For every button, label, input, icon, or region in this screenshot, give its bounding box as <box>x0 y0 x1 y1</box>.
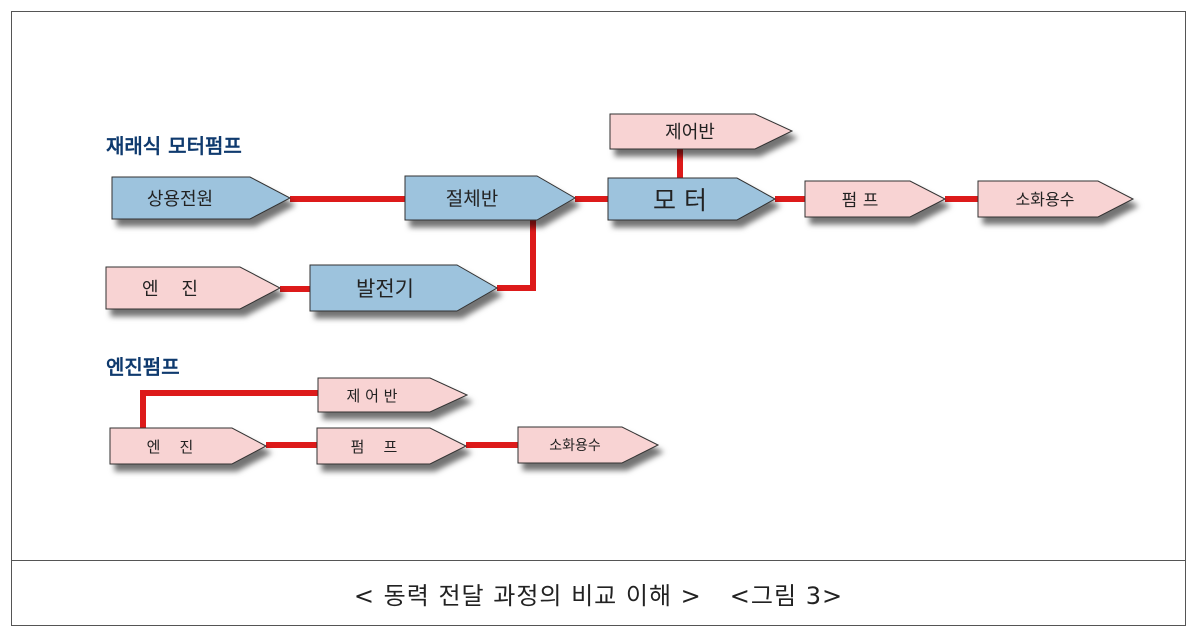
node-pump-top: 펌 프 <box>804 180 947 218</box>
figure-frame <box>11 11 1186 626</box>
node-fire-water-top: 소화용수 <box>977 180 1135 218</box>
node-fire-water-bottom: 소화용수 <box>517 426 660 464</box>
node-pump-bottom: 펌 프 <box>316 427 468 465</box>
svg-text:제 어 반: 제 어 반 <box>347 387 398 405</box>
svg-text:발전기: 발전기 <box>356 277 414 301</box>
section-title-reserve-motor-pump: 재래식 모터펌프 <box>106 134 242 158</box>
node-transfer-panel: 절체반 <box>404 175 576 221</box>
svg-text:모 터: 모 터 <box>653 186 707 215</box>
node-motor: 모 터 <box>607 177 777 221</box>
node-engine-top: 엔 진 <box>105 266 282 310</box>
svg-text:펌 프: 펌 프 <box>351 438 398 456</box>
node-control-panel-top: 제어반 <box>609 113 794 150</box>
svg-text:엔 진: 엔 진 <box>147 438 194 456</box>
svg-text:절체반: 절체반 <box>446 188 498 210</box>
caption-figure-number: <그림 3> <box>729 582 844 610</box>
svg-text:소화용수: 소화용수 <box>549 438 601 454</box>
node-generator: 발전기 <box>309 264 499 312</box>
node-commercial-power: 상용전원 <box>111 176 292 220</box>
power-transmission-diagram: 재래식 모터펌프 엔진펌프 상용전원 절체반 제어반 모 터 펌 프 소화용수 <box>105 113 1135 465</box>
figure-caption: < 동력 전달 과정의 비교 이해 > <그림 3> <box>11 560 1186 626</box>
svg-text:상용전원: 상용전원 <box>147 189 213 210</box>
svg-text:제어반: 제어반 <box>665 122 715 143</box>
svg-text:펌 프: 펌 프 <box>842 191 879 211</box>
connector-generator-to-transfer <box>497 220 536 291</box>
node-engine-bottom: 엔 진 <box>109 427 268 465</box>
caption-title: < 동력 전달 과정의 비교 이해 > <box>353 582 702 610</box>
section-title-engine-pump: 엔진펌프 <box>106 355 180 379</box>
svg-text:엔 진: 엔 진 <box>142 279 198 300</box>
connector-lines <box>140 149 978 448</box>
node-control-panel-bottom: 제 어 반 <box>317 377 469 413</box>
svg-text:소화용수: 소화용수 <box>1016 190 1075 209</box>
connector-engine-to-control <box>140 390 318 428</box>
